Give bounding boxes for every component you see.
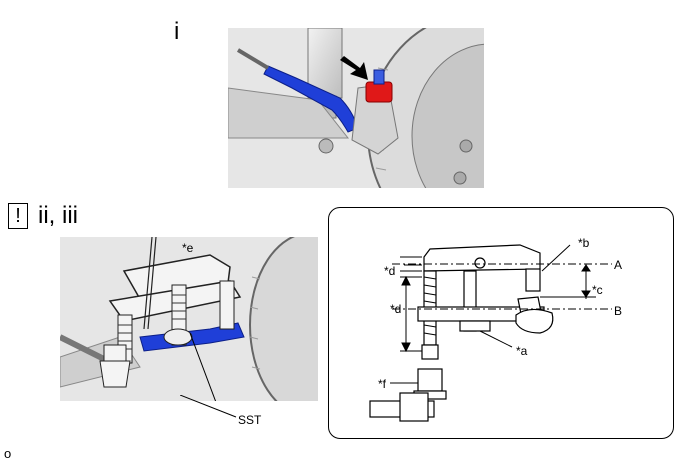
callout-d-top: *d	[384, 264, 396, 278]
step-ii-iii-label: ii, iii	[38, 202, 78, 229]
step-i-label: i	[174, 18, 180, 45]
level-a-label: A	[614, 258, 623, 272]
callout-d-mid: *d	[390, 302, 402, 316]
callout-c: *c	[592, 283, 603, 297]
top-illustration	[228, 28, 484, 188]
schematic-diagram	[369, 244, 612, 422]
level-b-label: B	[614, 304, 623, 318]
callout-b: *b	[578, 236, 590, 250]
tie-rod-end	[263, 65, 359, 133]
sst-leader-line	[180, 395, 237, 418]
castle-nut	[365, 81, 393, 103]
sst-illustration	[60, 237, 318, 401]
inset-panel	[328, 207, 674, 439]
pointer-arrow	[340, 56, 368, 80]
caution-icon: !	[8, 203, 28, 229]
callout-sst: SST	[238, 413, 262, 427]
callout-f: *f	[378, 377, 387, 391]
footer-mark: o	[4, 446, 12, 461]
callout-e: *e	[182, 241, 194, 255]
callout-a: *a	[516, 344, 528, 358]
